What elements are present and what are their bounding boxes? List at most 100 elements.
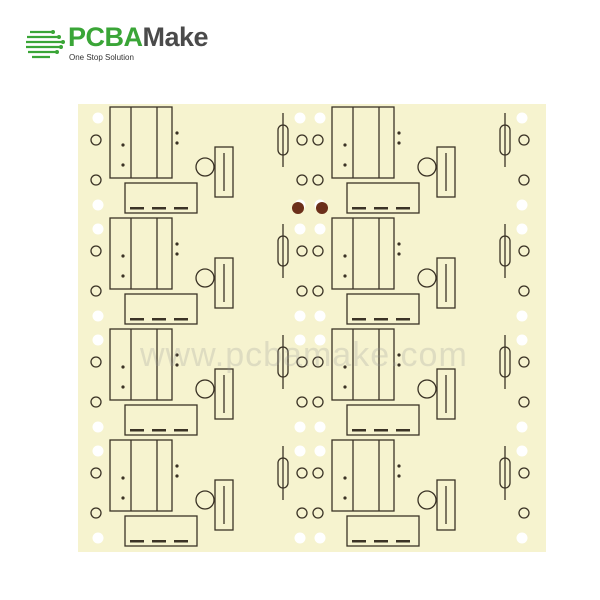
ring-pad — [296, 467, 308, 479]
ring-pad — [518, 134, 530, 146]
pad — [374, 540, 388, 543]
via — [397, 474, 401, 478]
pad — [174, 318, 188, 321]
via — [175, 252, 179, 256]
mounting-hole — [92, 334, 104, 346]
via — [121, 496, 125, 500]
capacitor-footprint — [436, 368, 456, 420]
pad — [352, 318, 366, 321]
pad — [352, 429, 366, 432]
mounting-hole — [92, 445, 104, 457]
pad — [396, 540, 410, 543]
logo-globe-icon — [26, 30, 65, 59]
led-footprint — [417, 157, 437, 177]
pad — [352, 540, 366, 543]
relay-footprint — [331, 217, 395, 290]
pad — [396, 318, 410, 321]
via — [121, 163, 125, 167]
relay-footprint — [331, 439, 395, 512]
via — [343, 254, 347, 258]
ring-pad — [296, 285, 308, 297]
mounting-hole — [294, 334, 306, 346]
via — [343, 143, 347, 147]
tagline: One Stop Solution — [69, 53, 134, 62]
capacitor-footprint — [214, 368, 234, 420]
led-footprint — [195, 268, 215, 288]
ring-pad — [296, 245, 308, 257]
led-footprint — [417, 268, 437, 288]
pad — [152, 207, 166, 210]
mounting-hole — [294, 112, 306, 124]
ring-pad — [518, 396, 530, 408]
ring-pad — [518, 467, 530, 479]
via — [175, 464, 179, 468]
via — [175, 131, 179, 135]
pad — [396, 207, 410, 210]
led-footprint — [417, 379, 437, 399]
mounting-hole — [294, 532, 306, 544]
via — [175, 353, 179, 357]
mounting-hole — [516, 223, 528, 235]
pcbamake-logo: PCBAMake One Stop Solution — [22, 20, 242, 70]
terminal-block-footprint — [346, 404, 420, 436]
ring-pad — [518, 174, 530, 186]
drill-hole — [316, 202, 328, 214]
pcb-cell — [90, 328, 308, 436]
pad — [130, 207, 144, 210]
relay-footprint — [331, 106, 395, 179]
mounting-hole — [314, 532, 326, 544]
via — [121, 365, 125, 369]
ring-pad — [90, 245, 102, 257]
ring-pad — [312, 396, 324, 408]
mounting-hole — [92, 421, 104, 433]
ring-pad — [518, 285, 530, 297]
ring-pad — [296, 507, 308, 519]
drill-hole — [292, 202, 304, 214]
via — [343, 365, 347, 369]
relay-footprint — [109, 328, 173, 401]
via — [397, 353, 401, 357]
mounting-hole — [294, 445, 306, 457]
capacitor-footprint — [214, 146, 234, 198]
via — [175, 242, 179, 246]
ring-pad — [90, 174, 102, 186]
mounting-hole — [516, 445, 528, 457]
pcb-substrate — [78, 104, 546, 552]
via — [121, 254, 125, 258]
via — [175, 474, 179, 478]
mounting-hole — [294, 223, 306, 235]
mounting-hole — [92, 223, 104, 235]
pad — [174, 540, 188, 543]
terminal-block-footprint — [346, 293, 420, 325]
mounting-hole — [314, 310, 326, 322]
pad — [174, 207, 188, 210]
pcb-cell — [90, 439, 308, 547]
ring-pad — [296, 356, 308, 368]
ring-pad — [312, 174, 324, 186]
mounting-hole — [294, 310, 306, 322]
via — [343, 476, 347, 480]
mounting-hole — [314, 421, 326, 433]
via — [397, 252, 401, 256]
ring-pad — [518, 245, 530, 257]
ring-pad — [90, 507, 102, 519]
via — [397, 141, 401, 145]
via — [121, 143, 125, 147]
pad — [152, 318, 166, 321]
mounting-hole — [314, 445, 326, 457]
ring-pad — [90, 285, 102, 297]
ring-pad — [296, 396, 308, 408]
led-footprint — [195, 490, 215, 510]
pad — [130, 318, 144, 321]
mounting-hole — [314, 112, 326, 124]
terminal-block-footprint — [124, 293, 198, 325]
via — [175, 363, 179, 367]
ring-pad — [312, 285, 324, 297]
ring-pad — [312, 467, 324, 479]
via — [397, 464, 401, 468]
via — [121, 385, 125, 389]
watermark: www.pcbamake.com — [140, 336, 468, 374]
via — [343, 385, 347, 389]
pcb-cell — [90, 106, 308, 214]
pcb-cell — [312, 328, 530, 436]
